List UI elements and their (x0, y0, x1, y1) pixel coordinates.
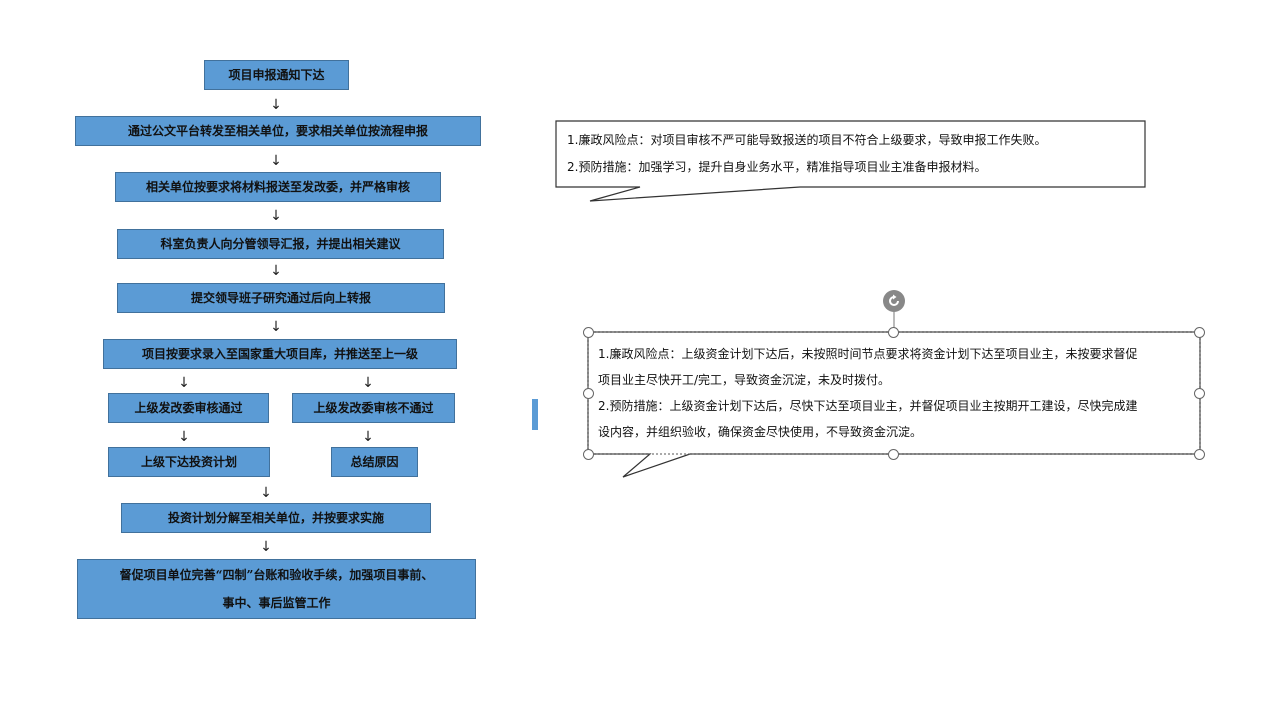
arrow-down-icon: ↓ (270, 208, 282, 224)
step-review-pass: 上级发改委审核通过 (108, 393, 269, 423)
resize-handle-bottom-middle[interactable] (888, 449, 899, 460)
arrow-down-icon: ↓ (270, 153, 282, 169)
step-investment-plan: 上级下达投资计划 (108, 447, 270, 477)
resize-handle-top-middle[interactable] (888, 327, 899, 338)
arrow-down-icon: ↓ (178, 375, 190, 391)
final-line-2: 事中、事后监管工作 (222, 596, 331, 610)
callout-2-measure-line2[interactable]: 设内容，并组织验收，确保资金尽快使用，不导致资金沉淀。 (598, 425, 923, 439)
step-enter-database: 项目按要求录入至国家重大项目库，并推送至上一级 (103, 339, 457, 369)
resize-handle-middle-left[interactable] (583, 388, 594, 399)
rotate-arrow-icon (889, 294, 899, 306)
step-report-leader: 科室负责人向分管领导汇报，并提出相关建议 (117, 229, 444, 259)
arrow-down-icon: ↓ (270, 97, 282, 113)
callout-2-measure-line1[interactable]: 2.预防措施：上级资金计划下达后，尽快下达至项目业主，并督促项目业主按期开工建设… (598, 399, 1138, 413)
arrow-down-icon: ↓ (260, 485, 272, 501)
step-project-notice: 项目申报通知下达 (204, 60, 349, 90)
text-cursor-marker (532, 399, 538, 430)
rotate-handle-icon[interactable] (883, 290, 905, 312)
step-submit-review: 相关单位按要求将材料报送至发改委，并严格审核 (115, 172, 441, 202)
final-line-1: 督促项目单位完善“四制”台账和验收手续，加强项目事前、 (119, 568, 434, 582)
arrow-down-icon: ↓ (178, 429, 190, 445)
arrow-down-icon: ↓ (260, 539, 272, 555)
callout-1-risk: 1.廉政风险点：对项目审核不严可能导致报送的项目不符合上级要求，导致申报工作失败… (567, 133, 1047, 147)
step-forward-platform: 通过公文平台转发至相关单位，要求相关单位按流程申报 (75, 116, 481, 146)
arrow-down-icon: ↓ (270, 263, 282, 279)
callout-1-shape (555, 120, 1146, 202)
callout-2-risk-line2[interactable]: 项目业主尽快开工/完工，导致资金沉淀，未及时拨付。 (598, 373, 891, 387)
arrow-down-icon: ↓ (362, 429, 374, 445)
resize-handle-middle-right[interactable] (1194, 388, 1205, 399)
step-review-fail: 上级发改委审核不通过 (292, 393, 455, 423)
arrow-down-icon: ↓ (362, 375, 374, 391)
step-leadership-approve: 提交领导班子研究通过后向上转报 (117, 283, 445, 313)
step-plan-decompose: 投资计划分解至相关单位，并按要求实施 (121, 503, 431, 533)
step-supervise-final: 督促项目单位完善“四制”台账和验收手续，加强项目事前、 事中、事后监管工作 (77, 559, 476, 619)
callout-1-measure: 2.预防措施：加强学习，提升自身业务水平，精准指导项目业主准备申报材料。 (567, 160, 987, 174)
resize-handle-top-right[interactable] (1194, 327, 1205, 338)
callout-2-risk-line1[interactable]: 1.廉政风险点：上级资金计划下达后，未按照时间节点要求将资金计划下达至项目业主，… (598, 347, 1138, 361)
arrow-down-icon: ↓ (270, 319, 282, 335)
step-summarize-reason: 总结原因 (331, 447, 418, 477)
resize-handle-bottom-left[interactable] (583, 449, 594, 460)
resize-handle-bottom-right[interactable] (1194, 449, 1205, 460)
resize-handle-top-left[interactable] (583, 327, 594, 338)
